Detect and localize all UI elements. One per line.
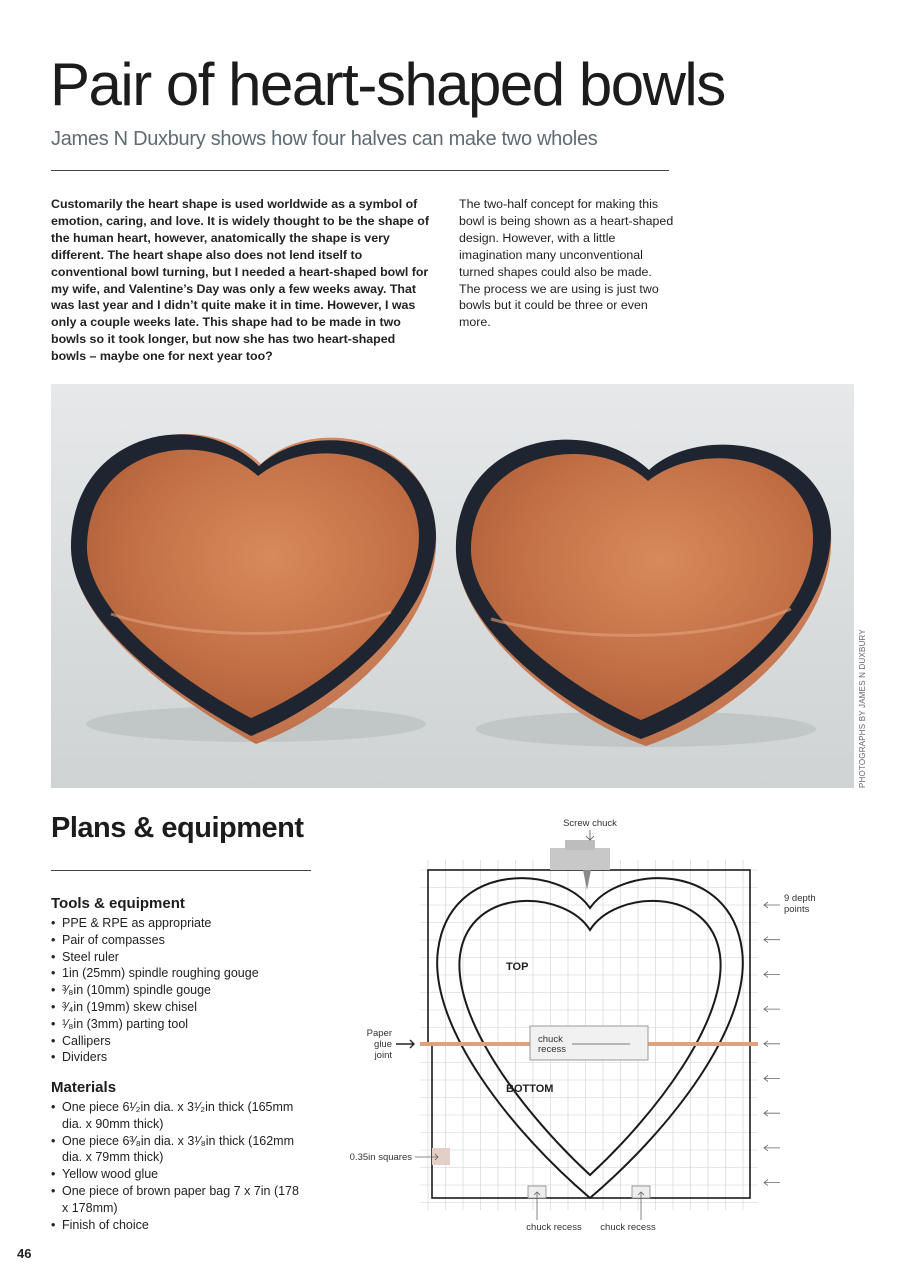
screw-chuck-arrow (585, 830, 595, 841)
body-paragraph: The two-half concept for making this bow… (459, 196, 674, 331)
list-item: Finish of choice (51, 1217, 301, 1234)
intro-paragraph: Customarily the heart shape is used worl… (51, 196, 429, 365)
plans-heading: Plans & equipment (51, 812, 304, 844)
screw-chuck-icon (550, 848, 610, 870)
materials-list: One piece 6¹⁄₂in dia. x 3¹⁄₂in thick (16… (51, 1099, 301, 1233)
top-blank-outline (427, 869, 751, 1045)
chuck-recess-inner (529, 1025, 649, 1061)
list-item: Pair of compasses (51, 932, 259, 949)
title-divider (51, 170, 669, 171)
depth-points-label-2: points (784, 904, 810, 915)
depth-point-arrow (763, 901, 780, 909)
page-number: 46 (17, 1246, 32, 1261)
screw-icon (583, 870, 591, 890)
list-item: Yellow wood glue (51, 1166, 301, 1183)
list-item: ³⁄₈in (10mm) spindle gouge (51, 982, 259, 999)
list-item: Callipers (51, 1033, 259, 1050)
list-item: ³⁄₄in (19mm) skew chisel (51, 999, 259, 1016)
bowls-photo (51, 384, 854, 788)
paper-label-3: joint (374, 1050, 393, 1061)
depth-points-label-1: 9 depth (784, 893, 816, 904)
depth-point-arrow (763, 1179, 780, 1186)
heart-bowl-left (70, 434, 437, 744)
depth-point-arrow (763, 1040, 780, 1048)
chuck-recess-left-arrow (533, 1191, 541, 1220)
article-title: Pair of heart-shaped bowls (50, 51, 726, 118)
depth-point-arrow (763, 936, 780, 944)
heart-outer-profile (436, 877, 744, 1200)
photo-credit: PHOTOGRAPHS BY JAMES N DUXBURY (858, 629, 867, 788)
intro-text: Customarily the heart shape is used worl… (51, 197, 429, 364)
body-text: The two-half concept for making this bow… (459, 197, 674, 330)
article-subtitle: James N Duxbury shows how four halves ca… (51, 128, 598, 150)
list-item: Dividers (51, 1049, 259, 1066)
paper-label-1: Paper (367, 1028, 392, 1039)
depth-point-arrow (763, 1005, 780, 1013)
chuck-recess-inner-label-2: recess (538, 1044, 566, 1055)
depth-point-arrows (763, 901, 780, 1186)
screw-chuck-top (565, 840, 595, 850)
materials-heading: Materials (51, 1079, 117, 1096)
heart-inner-profile (458, 899, 722, 1177)
tools-heading: Tools & equipment (51, 895, 185, 912)
list-item: One piece of brown paper bag 7 x 7in (17… (51, 1183, 301, 1217)
paper-label-2: glue (374, 1039, 392, 1050)
squares-label: 0.35in squares (350, 1152, 413, 1163)
tools-list: PPE & RPE as appropriate Pair of compass… (51, 915, 259, 1066)
chuck-recess-inner-label-1: chuck (538, 1034, 563, 1045)
list-item: One piece 6³⁄₈in dia. x 3¹⁄₈in thick (16… (51, 1133, 301, 1167)
chuck-recess-left-label: chuck recess (526, 1222, 582, 1233)
list-item: 1in (25mm) spindle roughing gouge (51, 965, 259, 982)
bowl-plan-diagram: chuck recess TOP BOTTOM Screw chuck 9 de… (350, 818, 816, 1233)
heart-bowl-right (455, 439, 832, 747)
top-label: TOP (506, 961, 528, 973)
depth-point-arrow (763, 971, 780, 978)
depth-point-arrow (763, 1109, 780, 1117)
chuck-recess-right-label: chuck recess (600, 1222, 656, 1233)
squares-arrow (415, 1153, 439, 1161)
grid-square-sample (432, 1148, 450, 1165)
paper-arrow (396, 1039, 415, 1049)
bottom-label: BOTTOM (506, 1083, 553, 1095)
depth-point-arrow (763, 1075, 780, 1082)
plans-divider (51, 870, 311, 871)
list-item: PPE & RPE as appropriate (51, 915, 259, 932)
depth-point-arrow (763, 1144, 780, 1152)
list-item: ¹⁄₈in (3mm) parting tool (51, 1016, 259, 1033)
list-item: Steel ruler (51, 949, 259, 966)
list-item: One piece 6¹⁄₂in dia. x 3¹⁄₂in thick (16… (51, 1099, 301, 1133)
chuck-recess-right-arrow (637, 1191, 645, 1220)
screw-chuck-label: Screw chuck (563, 818, 617, 829)
